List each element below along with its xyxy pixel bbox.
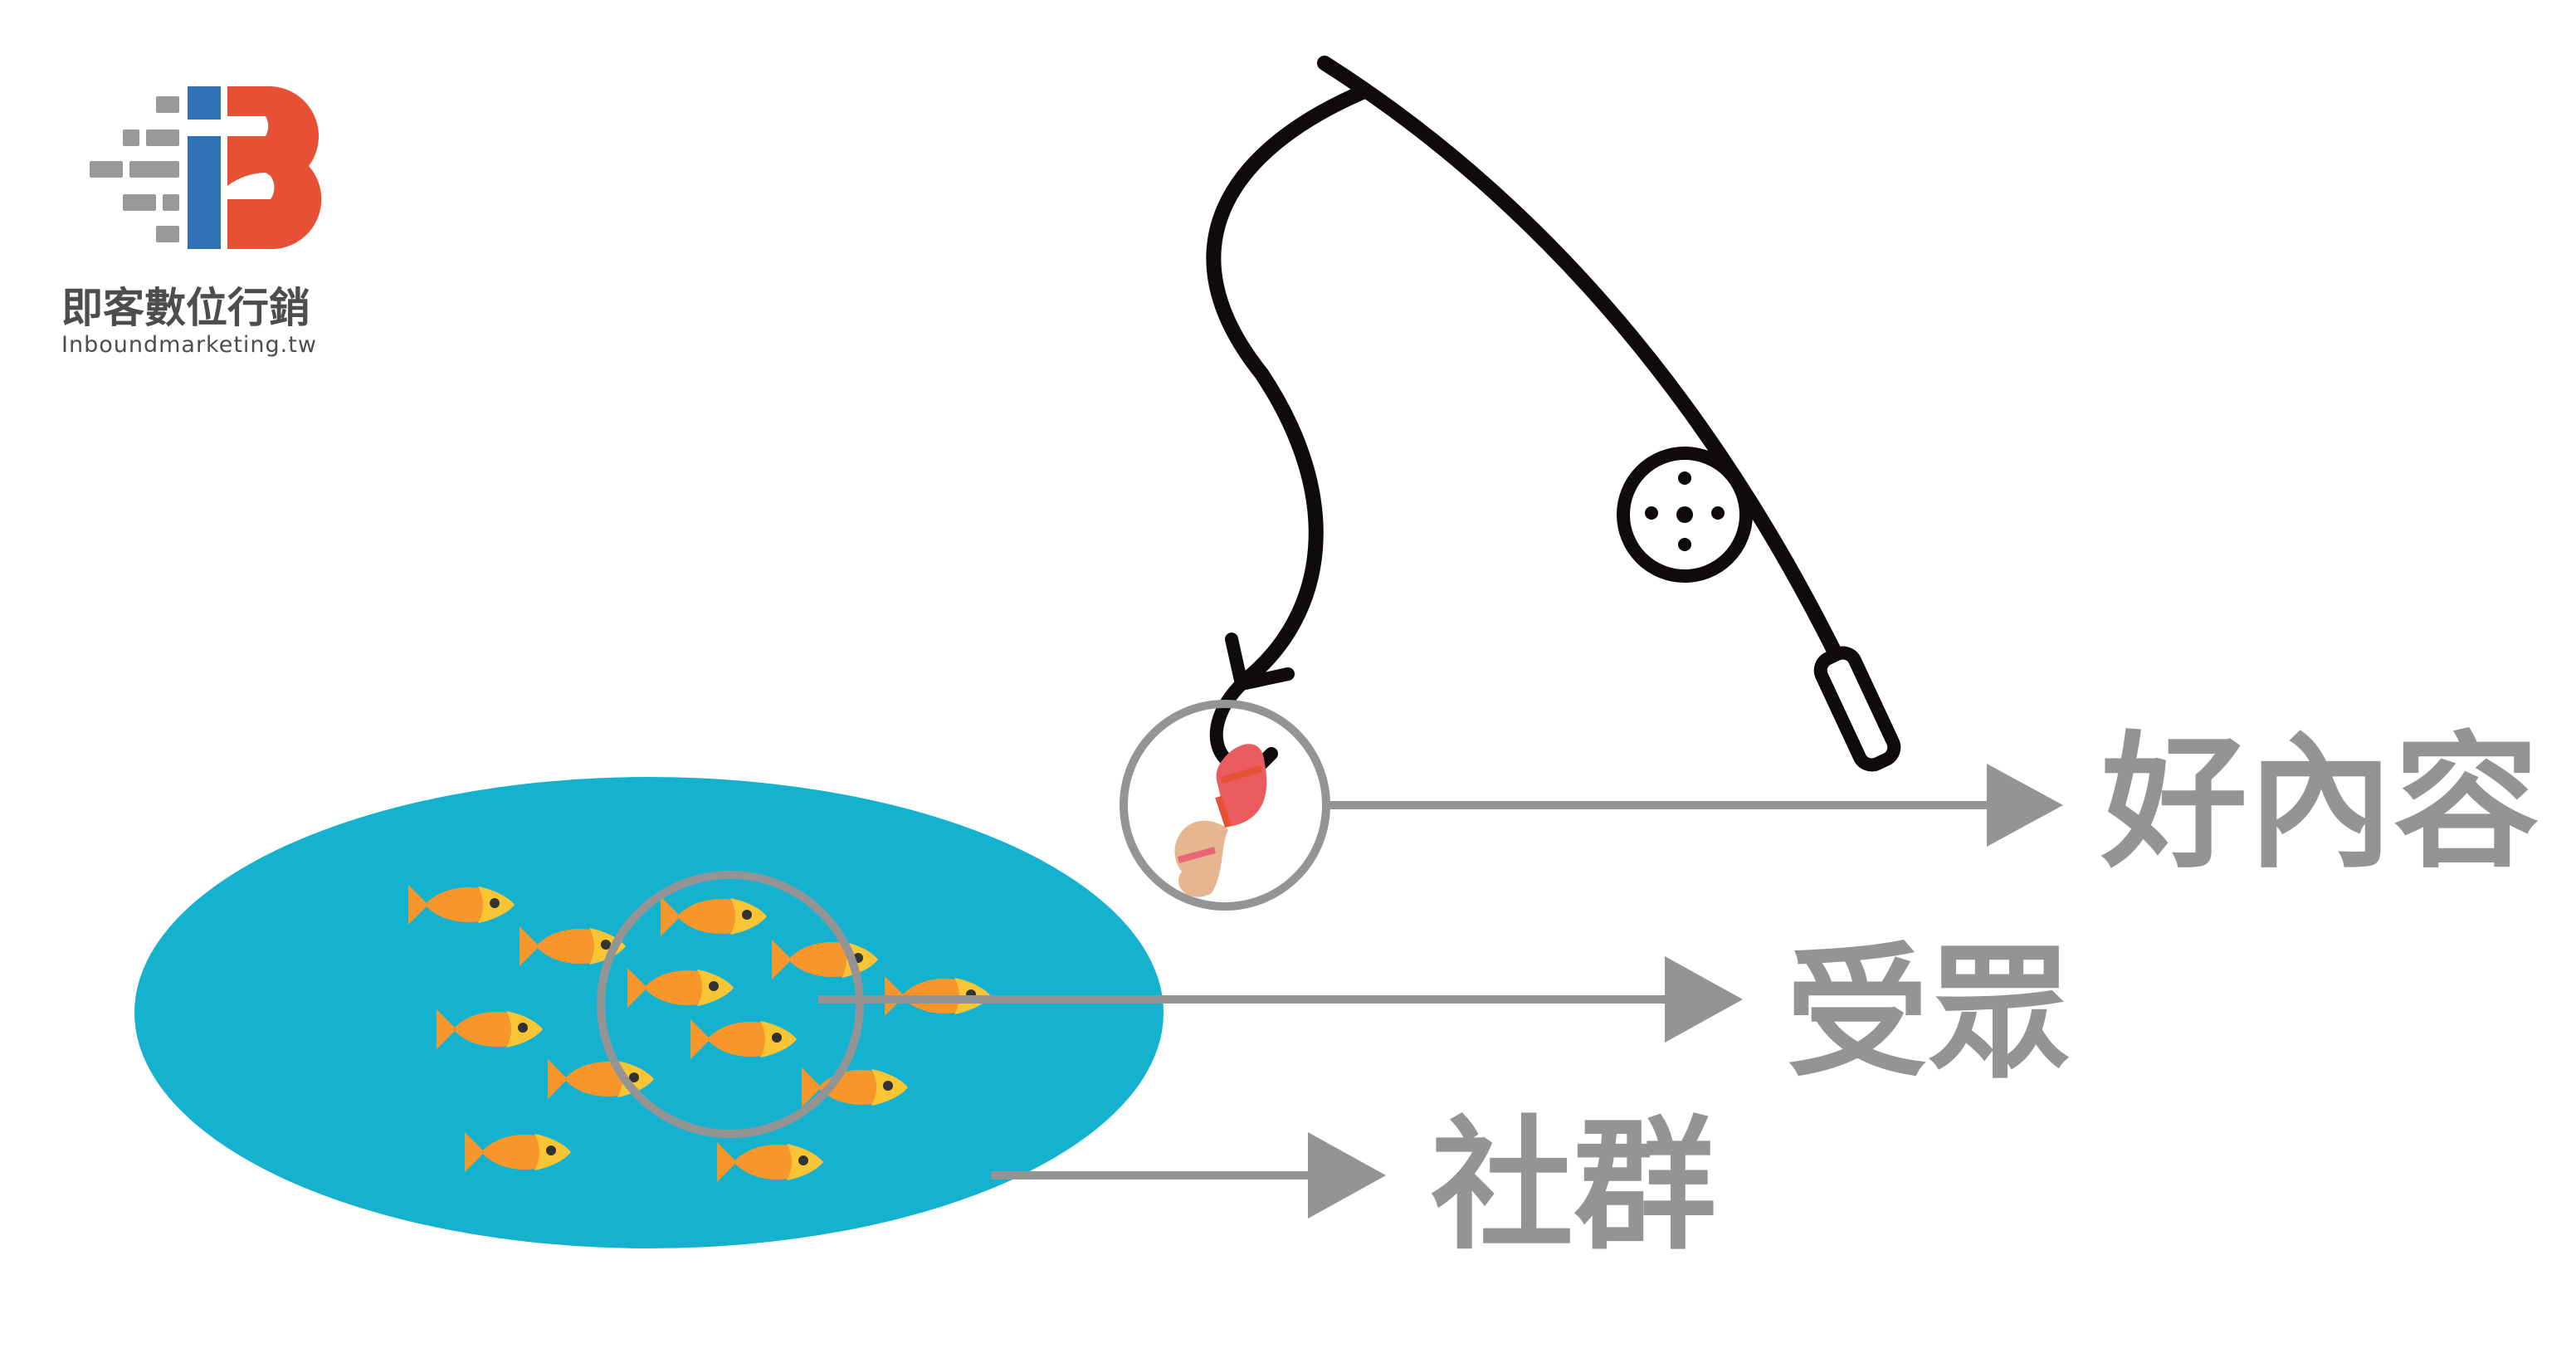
content-arrow: [1120, 700, 2063, 911]
label-community: 社群: [1431, 1102, 1716, 1269]
audience-arrow: [597, 871, 1743, 1138]
logo: 即客數位行銷 Inboundmarketing.tw: [61, 86, 322, 358]
fishing-rod-icon: [1206, 56, 1901, 774]
fish-icon: [465, 1132, 571, 1172]
label-audience: 受眾: [1786, 930, 2071, 1097]
pond: [134, 777, 1164, 1248]
worm-bait-icon: [1174, 744, 1267, 897]
logo-mark-icon: [90, 86, 322, 250]
label-good-content: 好內容: [2100, 718, 2539, 888]
logo-domain: Inboundmarketing.tw: [61, 332, 317, 358]
fish-icon: [717, 1142, 823, 1182]
fish-icon: [627, 968, 734, 1008]
logo-name: 即客數位行銷: [61, 284, 310, 332]
community-arrow: [991, 1132, 1386, 1219]
fish-icon: [520, 926, 626, 966]
fish-icon: [437, 1009, 543, 1049]
fish-icon: [661, 896, 767, 936]
fish-icon: [408, 885, 515, 925]
fish-icon: [690, 1019, 797, 1059]
